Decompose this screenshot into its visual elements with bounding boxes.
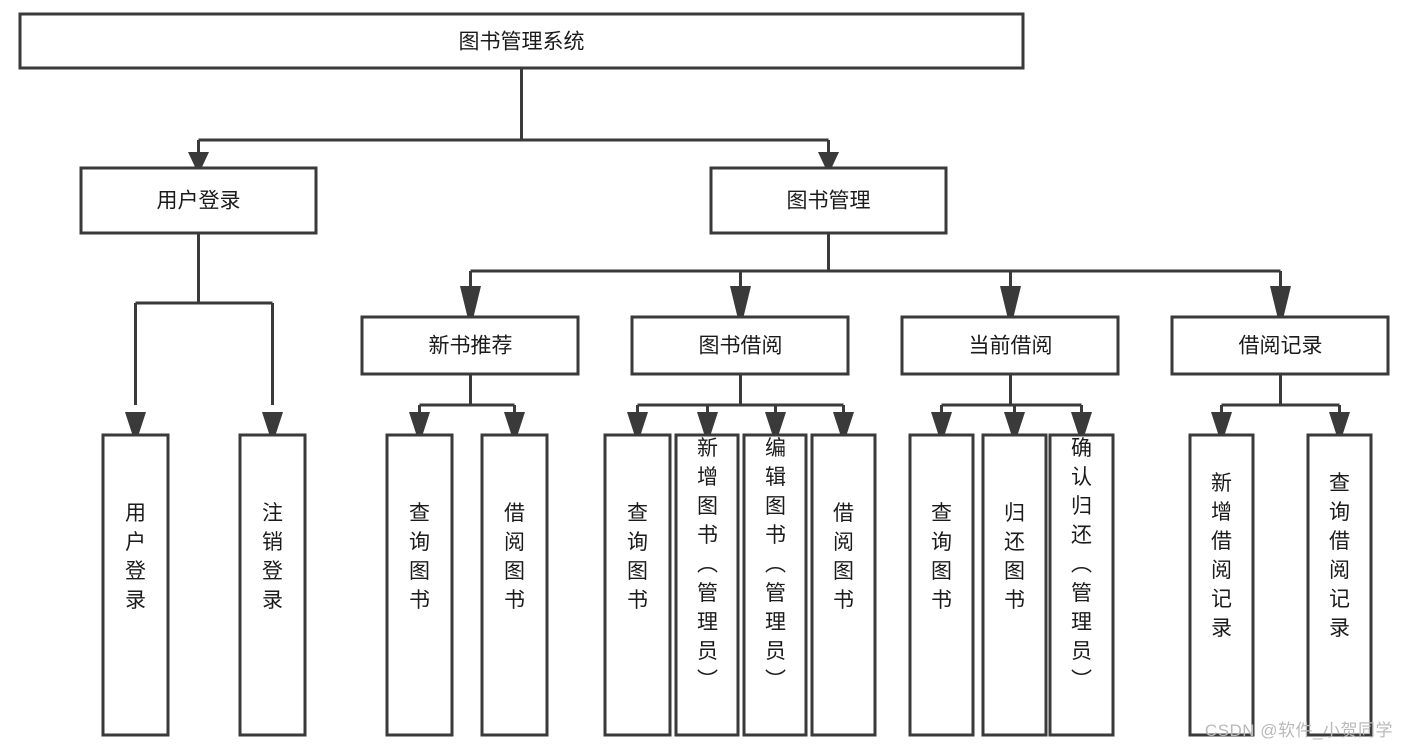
- node-book-management-label: 图书管理: [787, 190, 871, 213]
- node-leaf-confirm-return-admin-label: 确认归还︵管理员︶: [1071, 437, 1092, 692]
- node-leaf-query-book-borrow[interactable]: 查询图书: [603, 433, 672, 737]
- arrowhead-layer: [125, 152, 1350, 435]
- node-leaf-query-book-current-box[interactable]: [908, 433, 975, 737]
- arrow-icon-to-current-borrow: [1000, 286, 1021, 317]
- node-leaf-return-book-label: 归还图书: [1004, 502, 1025, 612]
- node-book-borrow[interactable]: 图书借阅: [630, 315, 850, 376]
- arrow-icon-to-new-book-recommend: [460, 286, 481, 317]
- node-current-borrow-label: 当前借阅: [969, 335, 1053, 358]
- node-leaf-borrow-book[interactable]: 借阅图书: [810, 433, 877, 737]
- arrow-icon-to-leaf-add-book-admin: [697, 412, 718, 435]
- node-leaf-user-login[interactable]: 用户登录: [101, 433, 170, 737]
- node-leaf-add-borrow-record-label: 新增借阅记录: [1211, 472, 1232, 640]
- node-leaf-user-login-label: 用户登录: [125, 502, 146, 612]
- node-leaf-confirm-return-admin-box[interactable]: [1048, 433, 1115, 737]
- node-leaf-add-borrow-record-box[interactable]: [1188, 433, 1255, 737]
- arrow-icon-to-borrow-records: [1270, 286, 1291, 317]
- node-leaf-user-logout[interactable]: 注销登录: [238, 433, 307, 737]
- arrow-icon-to-leaf-add-borrow-record: [1211, 412, 1232, 435]
- arrow-icon-to-leaf-edit-book-admin: [765, 412, 786, 435]
- node-leaf-borrow-book-recommend-box[interactable]: [480, 433, 549, 737]
- node-leaf-borrow-book-box[interactable]: [810, 433, 877, 737]
- node-leaf-query-book-recommend-label: 查询图书: [409, 502, 430, 612]
- node-leaf-add-book-admin[interactable]: 新增图书︵管理员︶: [674, 433, 740, 737]
- node-leaf-edit-book-admin[interactable]: 编辑图书︵管理员︶: [742, 433, 808, 737]
- node-leaf-confirm-return-admin[interactable]: 确认归还︵管理员︶: [1048, 433, 1115, 737]
- node-borrow-records-label: 借阅记录: [1239, 335, 1323, 358]
- arrow-icon-to-leaf-query-borrow-record: [1329, 412, 1350, 435]
- node-book-management[interactable]: 图书管理: [709, 166, 948, 235]
- arrow-icon-to-user-login: [188, 152, 209, 168]
- node-borrow-records[interactable]: 借阅记录: [1170, 315, 1390, 376]
- node-leaf-user-login-box[interactable]: [101, 433, 170, 737]
- node-user-login-box[interactable]: [79, 166, 318, 235]
- arrow-icon-to-book-management: [818, 152, 839, 168]
- arrow-icon-to-leaf-confirm-return-admin: [1071, 412, 1092, 435]
- node-leaf-edit-book-admin-box[interactable]: [742, 433, 808, 737]
- node-user-login-label: 用户登录: [157, 190, 241, 213]
- arrow-icon-to-leaf-return-book: [1004, 412, 1025, 435]
- node-leaf-query-book-current-label: 查询图书: [931, 502, 952, 612]
- node-leaf-user-logout-box[interactable]: [238, 433, 307, 737]
- node-leaf-borrow-book-label: 借阅图书: [833, 502, 854, 612]
- node-leaf-query-borrow-record-label: 查询借阅记录: [1329, 472, 1350, 640]
- node-leaf-query-borrow-record-box[interactable]: [1306, 433, 1373, 737]
- arrow-icon-to-leaf-query-book-recommend: [409, 412, 430, 435]
- node-leaf-query-book-current[interactable]: 查询图书: [908, 433, 975, 737]
- node-leaf-edit-book-admin-label: 编辑图书︵管理员︶: [765, 437, 786, 692]
- node-new-book-recommend-label: 新书推荐: [429, 335, 513, 358]
- watermark: CSDN @软件_小贺同学: [1204, 721, 1393, 740]
- node-current-borrow[interactable]: 当前借阅: [900, 315, 1120, 376]
- node-borrow-records-box[interactable]: [1170, 315, 1390, 376]
- node-leaf-return-book-box[interactable]: [981, 433, 1048, 737]
- node-current-borrow-box[interactable]: [900, 315, 1120, 376]
- node-new-book-recommend[interactable]: 新书推荐: [360, 315, 580, 376]
- node-root-box[interactable]: [18, 12, 1025, 70]
- node-root-label: 图书管理系统: [459, 31, 585, 54]
- node-new-book-recommend-box[interactable]: [360, 315, 580, 376]
- node-leaf-query-borrow-record[interactable]: 查询借阅记录: [1306, 433, 1373, 737]
- node-book-borrow-box[interactable]: [630, 315, 850, 376]
- node-leaf-user-logout-label: 注销登录: [262, 502, 283, 612]
- node-leaf-query-book-recommend-box[interactable]: [385, 433, 454, 737]
- node-leaf-borrow-book-recommend-label: 借阅图书: [504, 502, 525, 612]
- node-user-login[interactable]: 用户登录: [79, 166, 318, 235]
- node-leaf-borrow-book-recommend[interactable]: 借阅图书: [480, 433, 549, 737]
- arrow-icon-to-book-borrow: [730, 286, 751, 317]
- arrow-icon-to-leaf-borrow-book-recommend: [504, 412, 525, 435]
- node-leaf-query-book-borrow-label: 查询图书: [627, 502, 648, 612]
- node-leaf-add-book-admin-box[interactable]: [674, 433, 740, 737]
- arrow-icon-to-leaf-query-book-current: [931, 412, 952, 435]
- node-leaf-return-book[interactable]: 归还图书: [981, 433, 1048, 737]
- arrow-icon-to-leaf-query-book-borrow: [627, 412, 648, 435]
- node-leaf-add-borrow-record[interactable]: 新增借阅记录: [1188, 433, 1255, 737]
- node-book-borrow-label: 图书借阅: [699, 335, 783, 358]
- node-leaf-query-book-borrow-box[interactable]: [603, 433, 672, 737]
- connector-layer: [134, 68, 1341, 412]
- node-leaf-query-book-recommend[interactable]: 查询图书: [385, 433, 454, 737]
- node-root[interactable]: 图书管理系统: [18, 12, 1025, 70]
- arrow-icon-to-leaf-user-logout: [262, 412, 283, 435]
- arrow-icon-to-leaf-user-login: [125, 412, 146, 435]
- node-leaf-add-book-admin-label: 新增图书︵管理员︶: [697, 437, 718, 692]
- node-book-management-box[interactable]: [709, 166, 948, 235]
- arrow-icon-to-leaf-borrow-book: [833, 412, 854, 435]
